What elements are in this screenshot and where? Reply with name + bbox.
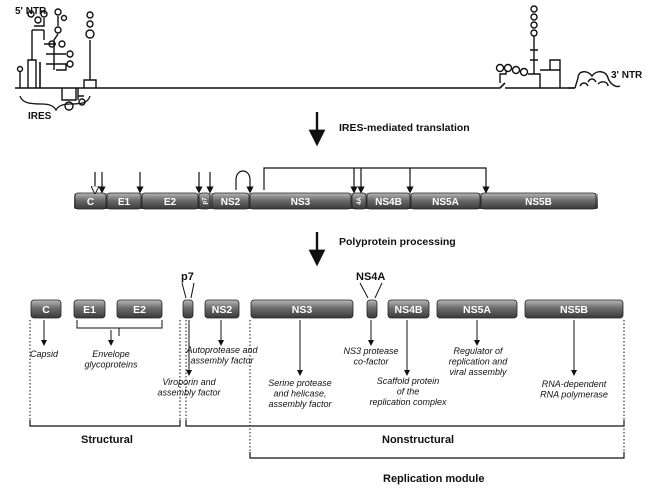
polyprotein-label-e2: E2 [164,197,177,208]
protein-box-c [30,299,62,319]
nonstructural-label: Nonstructural [382,434,454,446]
protein-box-ns2 [204,299,240,319]
function-ns3-line-0: Serine protease [268,378,332,388]
polyprotein-segment-ns5b [480,192,597,210]
function-ns5b-line-0: RNA-dependent [542,379,607,389]
polyprotein-label-ns5b: NS5B [525,197,552,208]
rna-backbone [15,62,575,89]
ires-label: IRES [28,111,52,122]
polyprotein-label-ns3: NS3 [291,197,311,208]
replication-label: Replication module [383,473,484,485]
polyprotein-label-ns2: NS2 [221,197,241,208]
polyprotein-label-e1: E1 [118,197,131,208]
protein-label-ns2: NS2 [212,304,233,316]
protein-box-p7 [182,299,194,319]
function-ns5a-line-0: Regulator of [453,346,504,356]
function-ns3-line-1: and helicase, [273,389,326,399]
rna-genome: 5' NTR 3' NTR IRES [15,5,643,122]
function-ns4b-line-2: replication complex [369,397,447,407]
protein-box-ns3 [250,299,354,319]
p7-top-label: p7 [181,271,194,283]
ires-brace [19,95,91,112]
ntr3-structure [495,5,621,89]
polyprotein-segment-e2 [141,192,199,210]
translation-label: IRES-mediated translation [339,122,470,134]
function-ns4a-line-0: NS3 protease [343,346,398,356]
function-ns3-line-2: assembly factor [268,399,332,409]
protein-box-ns5a [436,299,518,319]
envelope-bracket [76,320,163,336]
polyprotein-label-c: C [87,197,94,208]
structural-label: Structural [81,434,133,446]
protein-box-ns4b [387,299,430,319]
function-ns4b-line-1: of the [397,387,420,397]
ntr3-label: 3' NTR [611,70,643,81]
polyprotein-segment-p7 [198,192,211,210]
function-envelope-line-0: Envelope [92,349,130,359]
polyprotein-label-p7: p7 [203,197,209,205]
protein-label-c: C [42,304,50,316]
polyprotein-segment-ns3 [249,192,352,210]
polyprotein-label-ns4b: NS4B [375,197,402,208]
protein-box-e1 [73,299,106,319]
protein-label-ns3: NS3 [292,304,313,316]
polyprotein-segment-c [74,192,107,210]
function-ns5a-line-1: replication and [449,357,509,367]
polyprotein-segment-ns5a [410,192,481,210]
function-arrows [41,320,577,376]
function-ns2-line-1: assembly factor [190,356,254,366]
protein-label-ns4b: NS4B [394,304,422,316]
protein-label-e2: E2 [133,304,146,316]
polyprotein: C E1 E2 p7 NS2 NS3 4A NS4B NS5A NS5B [74,192,598,210]
mature-proteins: C E1 E2 NS2 NS3 NS4B NS5A NS5B [30,299,624,319]
cleavage-arrows [95,167,490,190]
function-ns2-line-0: Autoprotease and [185,345,258,355]
function-viroporin-line-1: assembly factor [157,388,221,398]
function-viroporin-line-0: Viroporin and [162,377,216,387]
protein-label-ns5b: NS5B [560,304,588,316]
protein-box-e2 [116,299,163,319]
polyprotein-segment-ns4b [366,192,411,210]
protein-label-ns5a: NS5A [463,304,491,316]
polyprotein-label-ns5a: NS5A [432,197,459,208]
ns4a-leader [359,282,383,299]
function-ns4b-line-0: Scaffold protein [377,376,440,386]
function-ns4a-line-1: co-factor [353,357,389,367]
function-capsid-line-0: Capsid [30,349,59,359]
group-brackets [29,320,625,459]
p7-leader [181,282,195,299]
ns4a-top-label: NS4A [356,271,385,283]
function-ns5b-line-1: RNA polymerase [540,390,608,400]
protein-box-ns4a [366,299,378,319]
protein-box-ns5b [524,299,624,319]
function-envelope-line-1: glycoproteins [84,360,138,370]
processing-label: Polyprotein processing [339,236,456,248]
function-ns5a-line-2: viral assembly [449,367,507,377]
protein-label-e1: E1 [83,304,96,316]
polyprotein-segment-ns2 [211,192,250,210]
polyprotein-segment-e1 [106,192,142,210]
ires-structure [16,8,97,111]
polyprotein-label-ns4a: 4A [357,196,363,204]
